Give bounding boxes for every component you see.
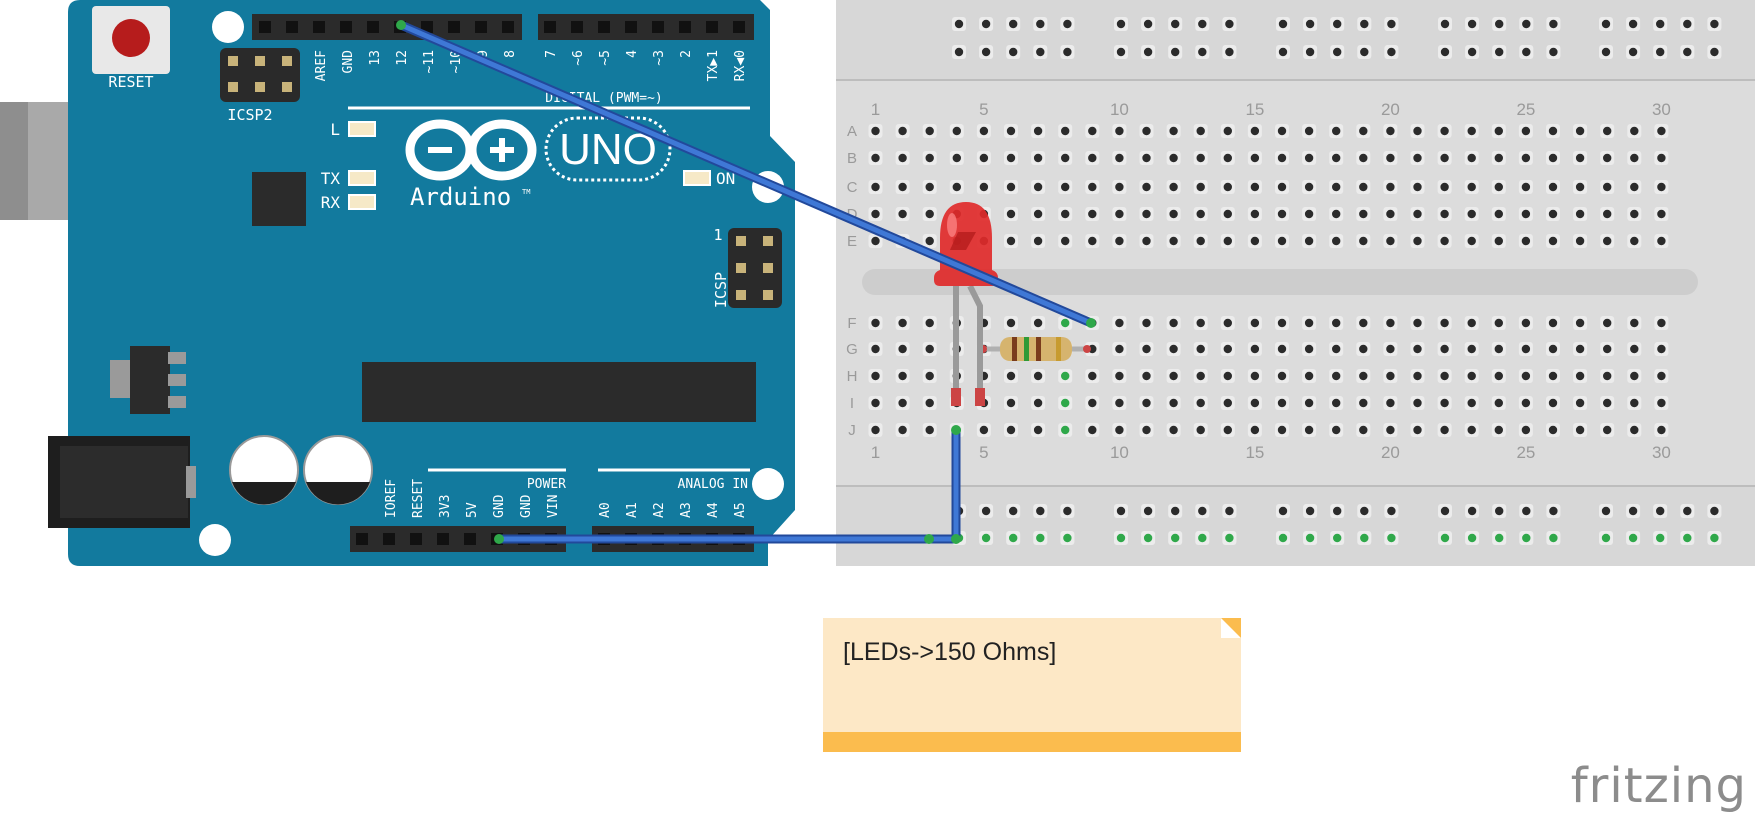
column-number: 30	[1652, 443, 1671, 462]
row-label: G	[846, 341, 858, 358]
digital-pin-label: TX▶1	[706, 50, 721, 81]
led-tx-label: TX	[321, 169, 341, 188]
digital-pin-label: 7	[544, 50, 559, 58]
resistor	[979, 337, 1091, 361]
digital-pin-label: GND	[341, 50, 356, 74]
power-pin-label: VIN	[546, 495, 561, 518]
analog-pin-label: A2	[652, 502, 667, 518]
column-number: 10	[1110, 443, 1129, 462]
row-label: I	[850, 395, 854, 412]
power-pin-label: 5V	[465, 502, 480, 518]
digital-pin-label: ~6	[571, 50, 586, 66]
digital-pin-label: 4	[625, 50, 640, 58]
center-channel	[862, 269, 1698, 295]
power-pin-label: GND	[519, 494, 534, 518]
power-pin-label: 3V3	[438, 495, 453, 518]
column-number: 5	[979, 443, 988, 462]
capacitor	[303, 435, 373, 505]
brand-label: Arduino	[410, 183, 511, 211]
column-number: 15	[1245, 100, 1264, 119]
led-rx	[348, 194, 376, 210]
column-number: 15	[1245, 443, 1264, 462]
mounting-hole	[212, 11, 244, 43]
analog-pin-label: A3	[679, 502, 694, 518]
led-on	[683, 170, 711, 186]
row-label: C	[847, 179, 858, 196]
power-pin-label: RESET	[411, 479, 426, 518]
row-label: J	[848, 422, 856, 439]
digital-pin-label: 2	[679, 50, 694, 58]
analog-pin-label: A1	[625, 502, 640, 518]
row-label: B	[847, 150, 857, 167]
analog-label: ANALOG IN	[678, 477, 748, 492]
note-text: [LEDs->150 Ohms]	[843, 638, 1057, 666]
reset-label: RESET	[108, 73, 153, 91]
column-number: 20	[1381, 100, 1400, 119]
icsp2-label: ICSP2	[227, 106, 272, 124]
row-label: H	[847, 368, 858, 385]
icsp-pin1-label: 1	[713, 226, 722, 244]
column-number: 30	[1652, 100, 1671, 119]
icsp-header	[728, 228, 782, 308]
power-pin-label: IOREF	[384, 479, 399, 518]
column-number: 25	[1516, 100, 1535, 119]
digital-pin-label: ~10	[449, 50, 464, 73]
mounting-hole	[752, 468, 784, 500]
column-number: 25	[1516, 443, 1535, 462]
row-label: F	[847, 315, 856, 332]
row-label: D	[847, 206, 858, 223]
analog-pin-label: A0	[598, 502, 613, 518]
analog-pin-label: A4	[706, 502, 721, 518]
led-l-label: L	[330, 120, 340, 139]
led-on-label: ON	[716, 169, 735, 188]
row-label: A	[847, 123, 857, 140]
digital-pin-label: ~11	[422, 50, 437, 73]
digital-pin-label: 13	[368, 50, 383, 66]
column-number: 20	[1381, 443, 1400, 462]
digital-pin-label: 12	[395, 50, 410, 66]
analog-pin-label: A5	[733, 502, 748, 518]
icsp-label: ICSP	[712, 272, 730, 308]
column-number: 5	[979, 100, 988, 119]
reset-button-cap	[112, 19, 150, 57]
digital-pin-label: 8	[503, 50, 518, 58]
led-tx	[348, 170, 376, 186]
power-label: POWER	[527, 477, 566, 492]
power-pin-label: GND	[492, 494, 507, 518]
trademark: TM	[522, 188, 530, 196]
led-l	[348, 121, 376, 137]
arduino-uno-board: RESET ICSP2 AREFGND1312~11~10~987~6~54~3…	[0, 0, 795, 566]
digital-pin-label: RX◀0	[733, 50, 748, 81]
digital-pin-label: AREF	[314, 50, 329, 81]
icsp2-header	[220, 48, 300, 102]
column-number: 1	[871, 100, 880, 119]
top-power-rail	[836, 0, 1755, 80]
note-box: [LEDs->150 Ohms]	[823, 618, 1241, 752]
wires	[396, 20, 1096, 544]
column-number: 1	[871, 443, 880, 462]
arduino-logo	[405, 119, 537, 181]
capacitor	[229, 435, 299, 505]
mounting-hole	[199, 524, 231, 556]
dc-power-jack	[48, 436, 196, 528]
column-number: 10	[1110, 100, 1129, 119]
bottom-power-rail	[836, 486, 1755, 566]
digital-header-right	[538, 14, 754, 40]
breadboard-holes	[868, 17, 1722, 545]
usb-chip	[252, 172, 306, 226]
led-rx-label: RX	[321, 193, 341, 212]
fritzing-watermark: fritzing	[1570, 758, 1747, 814]
digital-pin-label: ~5	[598, 50, 613, 66]
digital-pin-label: ~3	[652, 50, 667, 66]
voltage-regulator	[110, 346, 186, 414]
board-pcb	[68, 0, 795, 566]
atmega-chip	[362, 362, 756, 422]
row-label: E	[847, 233, 857, 250]
